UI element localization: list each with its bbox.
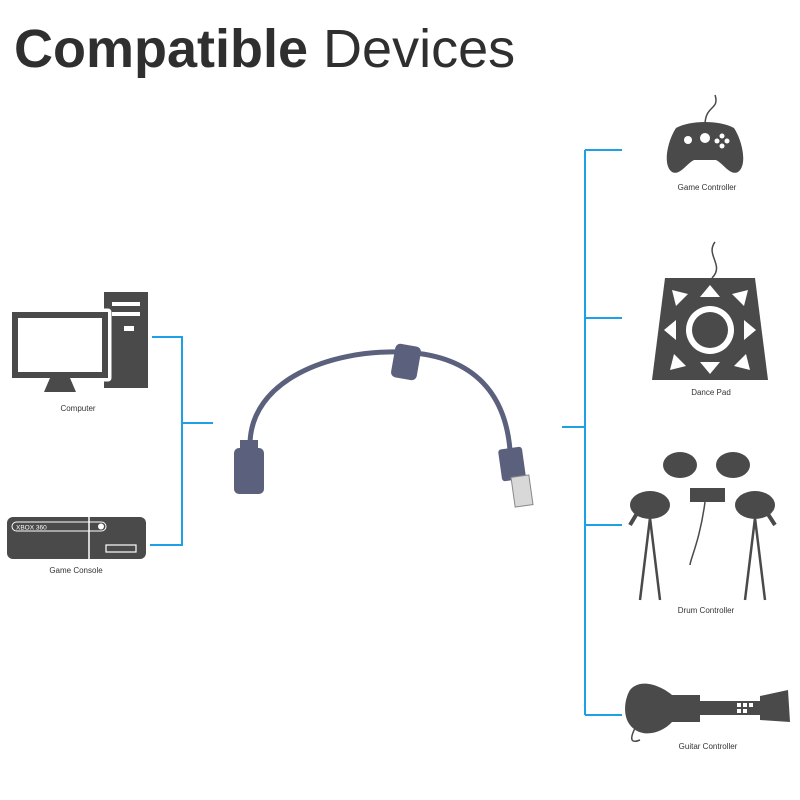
label-game-controller: Game Controller xyxy=(677,183,737,192)
title-light: Devices xyxy=(323,19,516,79)
game-controller-icon xyxy=(666,94,744,173)
label-game-console: Game Console xyxy=(49,566,103,575)
page-title: Compatible Devices xyxy=(14,18,515,80)
game-console-icon: XBOX 360 xyxy=(7,517,146,559)
usb-breakaway-cable xyxy=(234,343,534,508)
xbox-logo-text: XBOX 360 xyxy=(16,525,47,532)
connector-lines xyxy=(150,149,622,716)
label-guitar-controller: Guitar Controller xyxy=(678,742,738,751)
title-bold: Compatible xyxy=(14,19,309,79)
usb-plug xyxy=(510,474,534,508)
female-connector xyxy=(234,448,264,494)
label-dance-pad: Dance Pad xyxy=(691,388,731,397)
dance-pad-icon xyxy=(652,241,768,380)
guitar-controller-icon xyxy=(625,683,790,742)
label-computer: Computer xyxy=(60,404,96,413)
label-drum-controller: Drum Controller xyxy=(677,606,735,615)
drum-controller-icon xyxy=(628,452,777,601)
computer-icon xyxy=(8,292,148,392)
